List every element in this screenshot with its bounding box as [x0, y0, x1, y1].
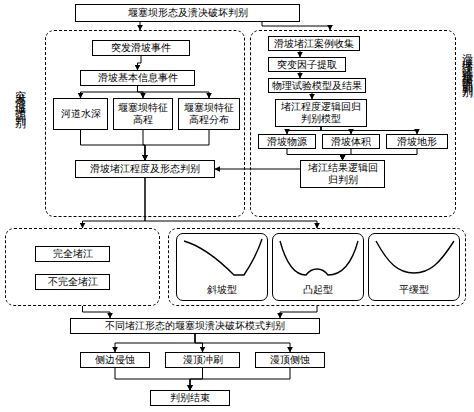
result-box: 不完全堵江	[35, 274, 110, 290]
connector-arrow	[81, 130, 146, 160]
process-box: 不同堵江形态的堰塞坝溃决破坏模式判别	[70, 318, 320, 334]
process-box: 滑坡堵江案例收集	[268, 36, 360, 51]
connector-arrow	[143, 130, 145, 160]
model-box: 堵江程度逻辑回归判别模型	[275, 99, 367, 127]
result-box: 完全堵江	[35, 246, 110, 262]
connector-arrow	[321, 127, 417, 134]
connector-arrow	[81, 86, 138, 98]
process-box: 突发滑坡事件	[92, 40, 190, 56]
factor-box: 堰塞坝特征高程	[113, 98, 173, 130]
group-label: 突发滑坡堵江判别	[12, 81, 27, 113]
connector-arrow	[300, 72, 301, 78]
profile-curve	[280, 241, 358, 275]
box-text: 滑坡物源	[267, 136, 307, 148]
box-text: 堵江结果逻辑回归判别	[303, 162, 382, 186]
connector-arrow	[343, 149, 418, 160]
box-text: 滑坡堵江程度及形态判别	[90, 163, 200, 175]
process-box: 滑坡基本信息事件	[80, 70, 195, 86]
box-text: 滑坡堵江案例收集	[274, 38, 354, 50]
box-text: 漫顶侧蚀	[270, 354, 310, 366]
connector-arrow	[138, 56, 142, 70]
mode-box: 侧边侵蚀	[80, 352, 150, 368]
box-text: 河道水深	[61, 108, 101, 120]
gentle-profile	[376, 241, 454, 273]
connector-arrow	[190, 368, 290, 390]
connector-arrow	[280, 306, 317, 318]
group-label: 滑坡堵江试验结果辅助判别	[459, 45, 474, 81]
box-text: 完全堵江	[53, 248, 93, 260]
convex-profile	[280, 241, 358, 275]
profile-box: 凸起型	[272, 233, 364, 301]
box-text: 斜坡型	[207, 283, 237, 297]
box-text: 漫顶冲刷	[183, 354, 223, 366]
factor-box: 河道水深	[53, 98, 108, 130]
box-text: 物理试验模型及结果	[272, 80, 362, 92]
process-box: 滑坡堵江程度及形态判别	[75, 160, 215, 178]
end-box: 判别结束	[150, 390, 230, 406]
process-box: 物理试验模型及结果	[268, 78, 366, 93]
box-text: 不完全堵江	[48, 276, 98, 288]
connector-arrow	[195, 334, 290, 352]
mode-box: 漫顶冲刷	[165, 352, 240, 368]
box-text: 滑坡基本信息事件	[98, 72, 178, 84]
box-text: 滑坡体积	[331, 136, 371, 148]
box-text: 突变因子提取	[277, 59, 337, 71]
profile-box: 斜坡型	[176, 233, 268, 301]
connector-arrow	[138, 86, 210, 98]
box-text: 堵江程度逻辑回归判别模型	[278, 101, 364, 125]
box-text: 堰塞坝形态及溃决破坏判别	[128, 7, 248, 19]
connector-arrow	[140, 22, 141, 30]
box-text: 堰塞坝特征高程	[116, 102, 170, 126]
box-text: 判别结束	[170, 392, 210, 404]
connector-arrow	[287, 127, 321, 134]
factor-box: 滑坡地形	[386, 134, 448, 149]
connector-arrow	[215, 169, 300, 170]
connector-arrow	[145, 130, 209, 160]
shape-group: 斜坡型 凸起型 平缓型	[168, 228, 466, 306]
factor-box: 堰塞坝特征高程分布	[178, 98, 240, 130]
connector-arrow	[312, 93, 313, 99]
connector-arrow	[83, 178, 146, 228]
factor-box: 滑坡物源	[258, 134, 316, 149]
connector-arrow	[115, 334, 195, 352]
connector-arrow	[343, 149, 352, 160]
box-text: 堰塞坝特征高程分布	[181, 102, 237, 126]
profile-curve	[376, 241, 454, 273]
box-text: 侧边侵蚀	[95, 354, 135, 366]
process-box: 突变因子提取	[268, 57, 346, 72]
box-text: 不同堵江形态的堰塞坝溃决破坏模式判别	[105, 320, 285, 332]
profile-curve	[184, 239, 262, 275]
box-text: 凸起型	[303, 283, 333, 297]
model-box: 堵江结果逻辑回归判别	[300, 160, 385, 188]
connector-arrow	[195, 334, 203, 352]
connector-arrow	[262, 22, 330, 30]
mode-box: 漫顶侧蚀	[255, 352, 325, 368]
connector-arrow	[321, 127, 351, 134]
box-text: 突发滑坡事件	[111, 42, 171, 54]
start-box: 堰塞坝形态及溃决破坏判别	[75, 4, 300, 22]
box-text: 滑坡地形	[397, 136, 437, 148]
connector-arrow	[115, 368, 190, 390]
degree-group: 完全堵江不完全堵江	[5, 228, 160, 306]
method-group: 滑坡堵江试验结果辅助判别滑坡堵江案例收集突变因子提取物理试验模型及结果堵江程度逻…	[250, 30, 456, 217]
connector-arrow	[300, 51, 301, 57]
connector-arrow	[83, 306, 111, 318]
profile-box: 平缓型	[368, 233, 460, 301]
connector-arrow	[287, 149, 343, 160]
slope-profile	[184, 239, 262, 275]
connector-arrow	[145, 178, 317, 228]
factor-box: 滑坡体积	[322, 134, 380, 149]
method-group: 突发滑坡堵江判别突发滑坡事件滑坡基本信息事件河道水深堰塞坝特征高程堰塞坝特征高程…	[45, 30, 245, 217]
connector-arrow	[190, 368, 203, 390]
box-text: 平缓型	[399, 283, 429, 297]
connector-arrow	[138, 86, 144, 98]
